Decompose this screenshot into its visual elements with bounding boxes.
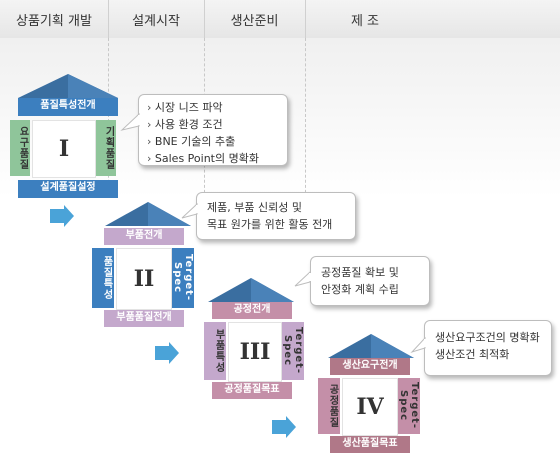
header-bar	[0, 0, 560, 38]
house-1-top-band: 품질특성전개	[18, 98, 118, 116]
column-label-planning: 상품기획 개발	[16, 14, 92, 29]
house-2-right-side: Terget-Spec	[172, 248, 194, 308]
callout-2-line: 목표 원가를 위한 활동 전개	[207, 218, 333, 231]
house-3-numeral: III	[228, 322, 282, 382]
callout-1: 시장 니즈 파악 사용 환경 조건 BNE 기술의 추출 Sales Point…	[138, 94, 288, 166]
house-1-bottom-band: 설계품질설정	[18, 180, 118, 198]
callout-3-line: 안정화 계획 수립	[321, 283, 399, 296]
house-4-right-side: Terget-Spec	[398, 378, 420, 434]
house-4-top-band: 생산요구전개	[330, 358, 410, 375]
house-3-roof	[208, 278, 294, 302]
house-3-left-side: 부품특성	[204, 322, 226, 380]
house-1-roof	[18, 74, 118, 98]
house-1-right-side: 기획품질	[96, 120, 116, 176]
house-1-numeral: I	[32, 120, 96, 178]
callout-2-line: 제품, 부품 신뢰성 및	[207, 201, 302, 214]
callout-1-pointer	[120, 112, 140, 131]
column-label-production-prep: 생산준비	[230, 14, 279, 29]
flow-arrow-icon	[50, 205, 74, 227]
column-label-design: 설계시작	[132, 14, 180, 29]
callout-3-pointer	[294, 270, 311, 287]
house-3-bottom-band: 공정품질목표	[212, 382, 292, 399]
house-2-numeral: II	[116, 248, 172, 310]
column-divider	[204, 0, 205, 38]
callout-4-line: 생산조건 최적화	[435, 348, 510, 361]
callout-2: 제품, 부품 신뢰성 및 목표 원가를 위한 활동 전개	[196, 192, 356, 240]
column-divider	[108, 0, 109, 38]
callout-1-item: Sales Point의 명확화	[147, 150, 279, 167]
callout-4: 생산요구조건의 명확화 생산조건 최적화	[424, 320, 552, 376]
house-3-right-side: Terget-Spec	[282, 322, 304, 380]
house-4-bottom-band: 생산품질목표	[330, 436, 410, 453]
house-4-numeral: IV	[342, 378, 398, 436]
column-label-manufacturing: 제 조	[350, 14, 380, 29]
callout-1-item: 사용 환경 조건	[147, 116, 279, 133]
callout-4-line: 생산요구조건의 명확화	[435, 331, 540, 344]
callout-1-item: BNE 기술의 추출	[147, 133, 279, 150]
house-2-roof	[105, 202, 191, 226]
flow-arrow-icon	[272, 416, 296, 438]
flow-arrow-icon	[155, 342, 179, 364]
column-divider	[305, 0, 306, 38]
house-3-top-band: 공정전개	[212, 302, 292, 319]
house-2-bottom-band: 부품품질전개	[104, 310, 184, 327]
house-2-left-side: 품질특성	[92, 248, 114, 308]
column-divider	[305, 38, 306, 198]
house-1-left-side: 요구품질	[10, 120, 30, 176]
callout-2-pointer	[181, 202, 198, 219]
callout-4-pointer	[410, 336, 426, 354]
house-4-left-side: 공정품질	[318, 378, 340, 434]
house-4-roof	[328, 334, 414, 358]
column-divider	[108, 38, 109, 198]
callout-3-line: 공정품질 확보 및	[321, 266, 399, 279]
house-2-top-band: 부품전개	[104, 228, 184, 245]
callout-1-item: 시장 니즈 파악	[147, 99, 279, 116]
callout-3: 공정품질 확보 및 안정화 계획 수립	[310, 256, 430, 306]
